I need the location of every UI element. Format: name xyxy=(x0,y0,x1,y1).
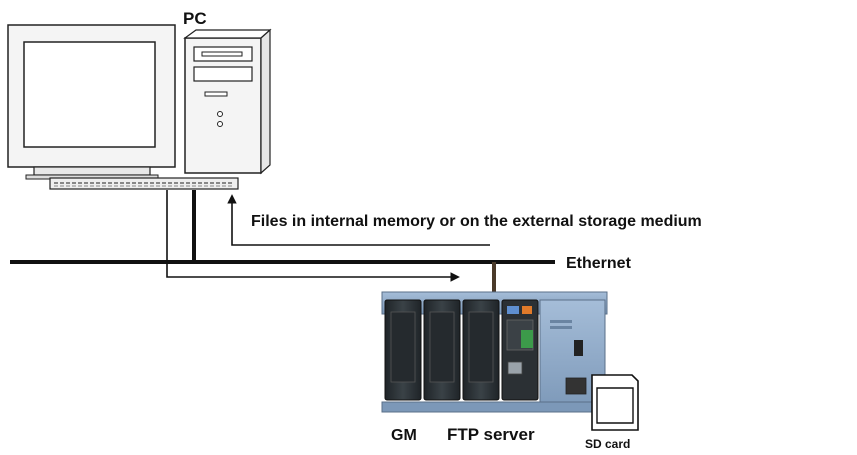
ethernet-label: Ethernet xyxy=(566,255,631,272)
pc-tower-icon xyxy=(183,28,272,175)
monitor-icon xyxy=(7,24,176,180)
ftp-server-label: FTP server xyxy=(447,425,535,444)
keyboard-icon xyxy=(49,177,239,190)
files-label: Files in internal memory or on the exter… xyxy=(251,213,702,230)
gm-device-icon xyxy=(381,291,608,413)
request-arrow xyxy=(166,190,460,282)
sd-card-label: SD card xyxy=(585,437,631,451)
files-arrow xyxy=(227,194,490,246)
gm-label: GM xyxy=(391,427,417,444)
sd-card-icon xyxy=(591,374,639,431)
pc-label: PC xyxy=(183,9,207,28)
